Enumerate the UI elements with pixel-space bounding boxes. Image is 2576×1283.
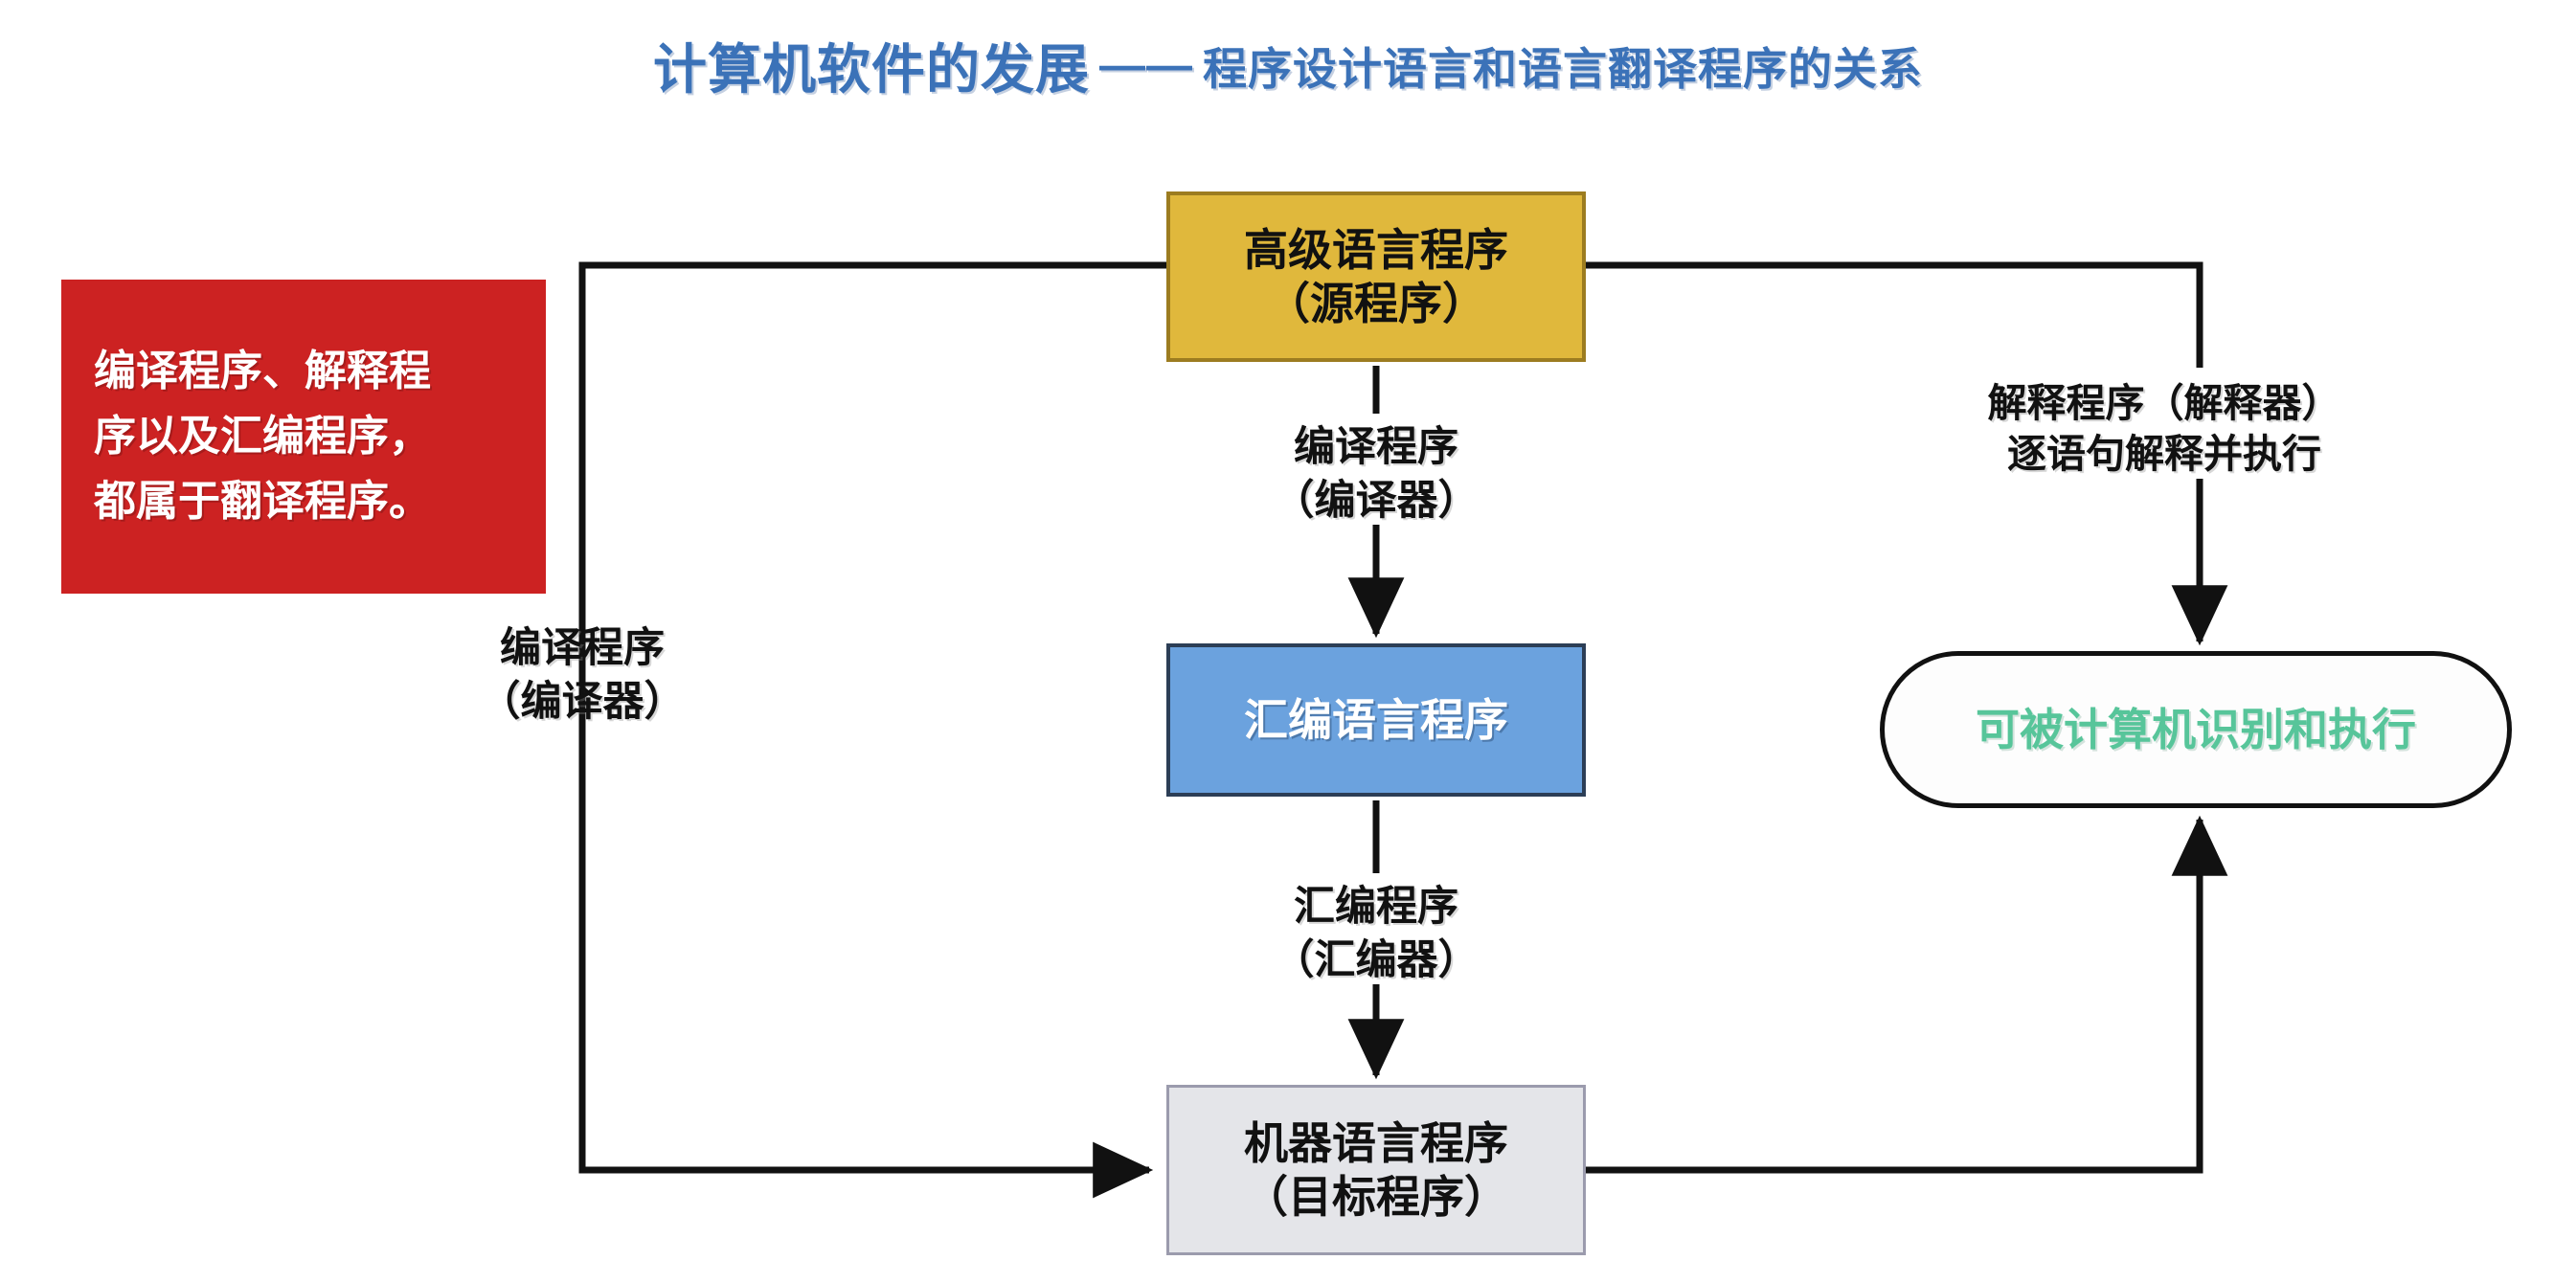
node-machine-program-line-2: （目标程序） bbox=[1244, 1172, 1508, 1222]
edge-label-interpreter-line-1: 解释程序（解释器） bbox=[1987, 381, 2341, 425]
node-machine-program[interactable]: 机器语言程序 （目标程序） bbox=[1166, 1085, 1586, 1255]
page-title: 计算机软件的发展——程序设计语言和语言翻译程序的关系 bbox=[0, 27, 2576, 104]
edge-machine-to-executable bbox=[1586, 815, 2228, 1174]
node-executable[interactable]: 可被计算机识别和执行 bbox=[1880, 651, 2512, 808]
translation-programs-note: 编译程序、解释程 序以及汇编程序， 都属于翻译程序。 bbox=[61, 280, 546, 594]
node-assembly-program[interactable]: 汇编语言程序 bbox=[1166, 643, 1586, 797]
node-machine-program-line-1: 机器语言程序 bbox=[1244, 1117, 1508, 1168]
edge-label-compiler-middle-line-2: （编译器） bbox=[1273, 477, 1480, 524]
edge-label-assembler: 汇编程序 （汇编器） bbox=[1166, 881, 1586, 988]
edge-label-compiler-left-line-2: （编译器） bbox=[479, 678, 686, 725]
node-source-program-line-1: 高级语言程序 bbox=[1244, 224, 1508, 275]
node-source-program-line-2: （源程序） bbox=[1266, 279, 1486, 328]
edge-label-compiler-middle: 编译程序 （编译器） bbox=[1166, 421, 1586, 529]
node-source-program[interactable]: 高级语言程序 （源程序） bbox=[1166, 191, 1586, 362]
page-title-dash: —— bbox=[1099, 40, 1193, 91]
edge-label-compiler-left-line-1: 编译程序 bbox=[500, 625, 665, 671]
note-line-1: 编译程序、解释程 bbox=[94, 347, 431, 394]
page-title-main: 计算机软件的发展 bbox=[653, 39, 1090, 100]
note-line-2: 序以及汇编程序， bbox=[94, 412, 431, 460]
page-title-sub: 程序设计语言和语言翻译程序的关系 bbox=[1203, 43, 1923, 94]
edge-label-interpreter: 解释程序（解释器） 逐语句解释并执行 bbox=[1896, 378, 2432, 481]
edge-label-compiler-left: 编译程序 （编译器） bbox=[400, 622, 764, 730]
edge-label-assembler-line-1: 汇编程序 bbox=[1294, 884, 1458, 930]
note-line-3: 都属于翻译程序。 bbox=[94, 478, 431, 526]
edge-label-compiler-middle-line-1: 编译程序 bbox=[1294, 424, 1458, 470]
node-executable-line-1: 可被计算机识别和执行 bbox=[1976, 704, 2416, 754]
node-assembly-program-line-1: 汇编语言程序 bbox=[1244, 694, 1508, 745]
edge-label-interpreter-line-2: 逐语句解释并执行 bbox=[2007, 432, 2321, 477]
edge-label-assembler-line-2: （汇编器） bbox=[1273, 936, 1480, 983]
